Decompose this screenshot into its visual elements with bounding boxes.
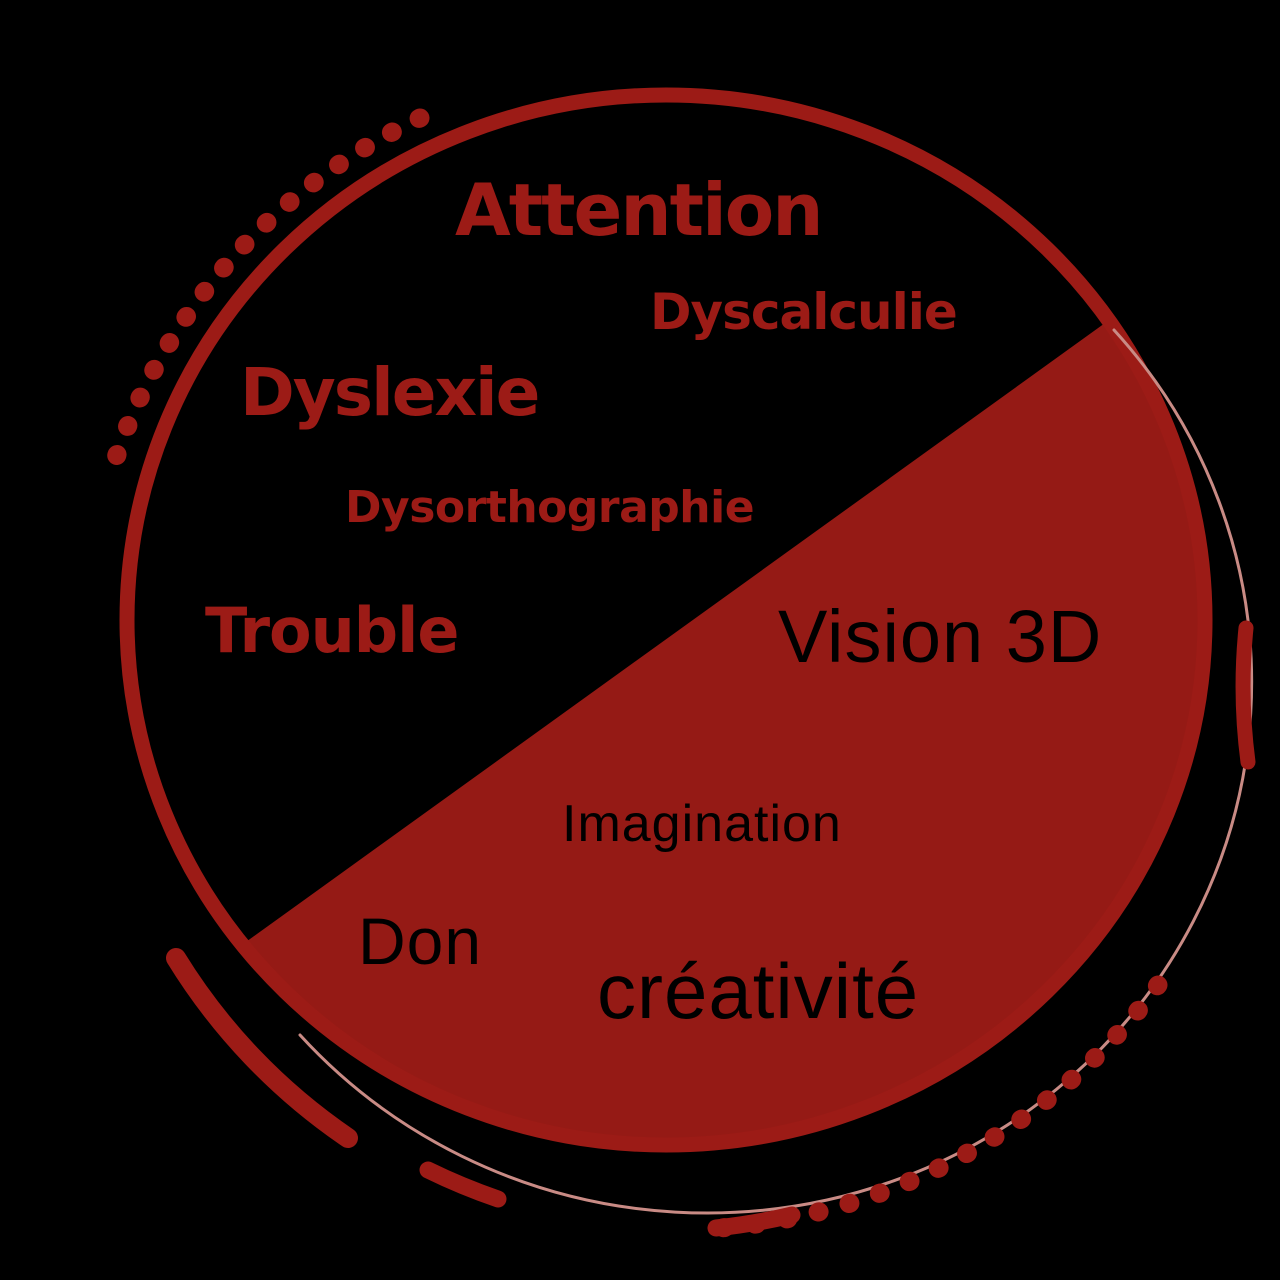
label-imagination: Imagination: [562, 795, 842, 853]
dash-right: [1235, 620, 1256, 770]
label-dyslexie: Dyslexie: [240, 354, 540, 431]
label-attention: Attention: [455, 168, 823, 252]
circle-outline: [119, 87, 1213, 1153]
dash-bottom-centre: [707, 1206, 801, 1237]
dash-arc-bottom-left: [166, 948, 358, 1148]
dotted-arc-top-left: [102, 108, 430, 480]
filled-half-region: [150, 318, 1205, 1145]
label-vision-3d: Vision 3D: [778, 595, 1103, 678]
label-trouble: Trouble: [205, 594, 459, 667]
label-don: Don: [358, 904, 483, 978]
label-dyscalculie: Dyscalculie: [650, 283, 958, 341]
dash-bottom-short: [419, 1161, 507, 1208]
label-dysorthographie: Dysorthographie: [345, 482, 755, 533]
label-creativite: créativité: [597, 947, 920, 1035]
